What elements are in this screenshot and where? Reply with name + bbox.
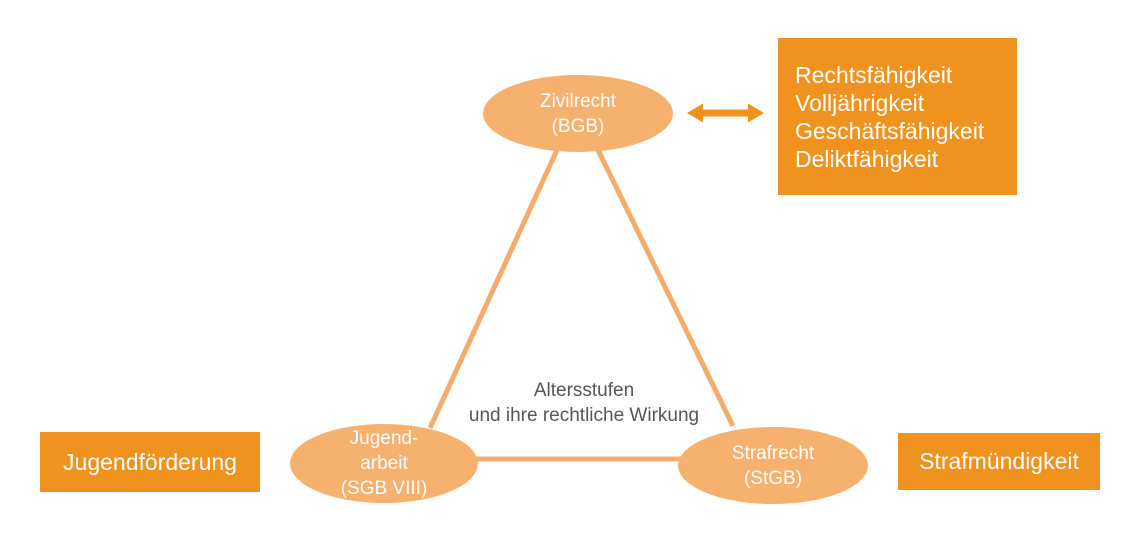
callout-strafmuendigkeit: Strafmündigkeit	[898, 433, 1100, 490]
callout-jugendfoerderung-label: Jugendförderung	[63, 448, 237, 475]
node-strafrecht-line1: Strafrecht	[731, 442, 815, 464]
node-strafrecht: Strafrecht (StGB)	[678, 427, 868, 504]
callout-jugendfoerderung: Jugendförderung	[40, 432, 260, 492]
callout-zivilrecht-terms: Rechtsfähigkeit Volljährigkeit Geschäfts…	[778, 38, 1017, 195]
callout-term-volljaehrigkeit: Volljährigkeit	[795, 89, 925, 116]
node-strafrecht-line2: (StGB)	[743, 467, 803, 489]
double-arrow-icon	[687, 103, 764, 123]
edge-zivilrecht-jugendarbeit	[427, 148, 560, 430]
diagram-title: Altersstufen und ihre rechtliche Wirkung	[419, 378, 749, 428]
callout-term-rechtsfaehigkeit: Rechtsfähigkeit	[795, 61, 953, 88]
diagram-title-line2: und ihre rechtliche Wirkung	[468, 405, 700, 426]
callout-term-geschaeftsfaehigkeit: Geschäftsfähigkeit	[795, 117, 985, 144]
callout-term-deliktfaehigkeit: Deliktfähigkeit	[795, 145, 939, 172]
node-zivilrecht-line1: Zivilrecht	[539, 90, 616, 112]
node-zivilrecht-line2: (BGB)	[551, 115, 605, 137]
node-jugendarbeit-line1: Jugend-	[349, 428, 419, 449]
node-jugendarbeit-line2: arbeit	[360, 453, 408, 474]
node-zivilrecht: Zivilrecht (BGB)	[483, 75, 673, 152]
diagram-title-line1: Altersstufen	[533, 380, 635, 401]
edge-zivilrecht-strafrecht	[595, 148, 736, 428]
callout-strafmuendigkeit-label: Strafmündigkeit	[919, 448, 1079, 474]
node-jugendarbeit: Jugend- arbeit (SGB VIII)	[290, 424, 478, 503]
node-jugendarbeit-line3: (SGB VIII)	[340, 478, 428, 499]
